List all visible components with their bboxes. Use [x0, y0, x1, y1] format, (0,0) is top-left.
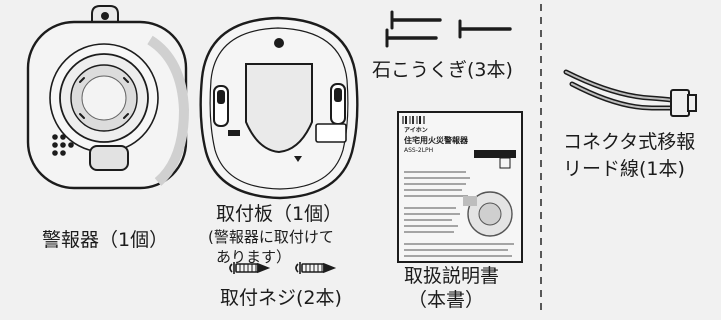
- mounting-plate-note-line2: あります）: [216, 248, 292, 266]
- manual-label-line2: （本書）: [408, 289, 485, 311]
- manual-cover-brand: アイホン: [404, 127, 428, 134]
- alarm-illustration: [26, 5, 190, 190]
- plaster-nails-illustration: [385, 10, 512, 48]
- manual-label-line1: 取扱説明書: [404, 265, 500, 287]
- connector-lead-label-line2: リード線(1本): [563, 158, 685, 180]
- connector-lead-label-line1: コネクタ式移報: [563, 131, 696, 153]
- alarm-label: 警報器（1個）: [42, 229, 169, 251]
- manual-cover-title: 住宅用火災警報器: [404, 136, 468, 145]
- manual-cover-model: ASS-2LPH: [404, 147, 434, 154]
- mounting-plate-label: 取付板（1個）: [216, 203, 343, 225]
- mounting-screws-illustration: [229, 262, 337, 274]
- connector-lead-illustration: [563, 69, 697, 117]
- manual-illustration: [397, 111, 523, 263]
- mounting-screws-label: 取付ネジ(2本): [220, 287, 342, 309]
- mounting-plate-note-line1: (警報器に取付けて: [208, 228, 334, 246]
- mounting-plate-illustration: [199, 16, 359, 200]
- plaster-nails-label: 石こうくぎ(3本): [372, 59, 513, 81]
